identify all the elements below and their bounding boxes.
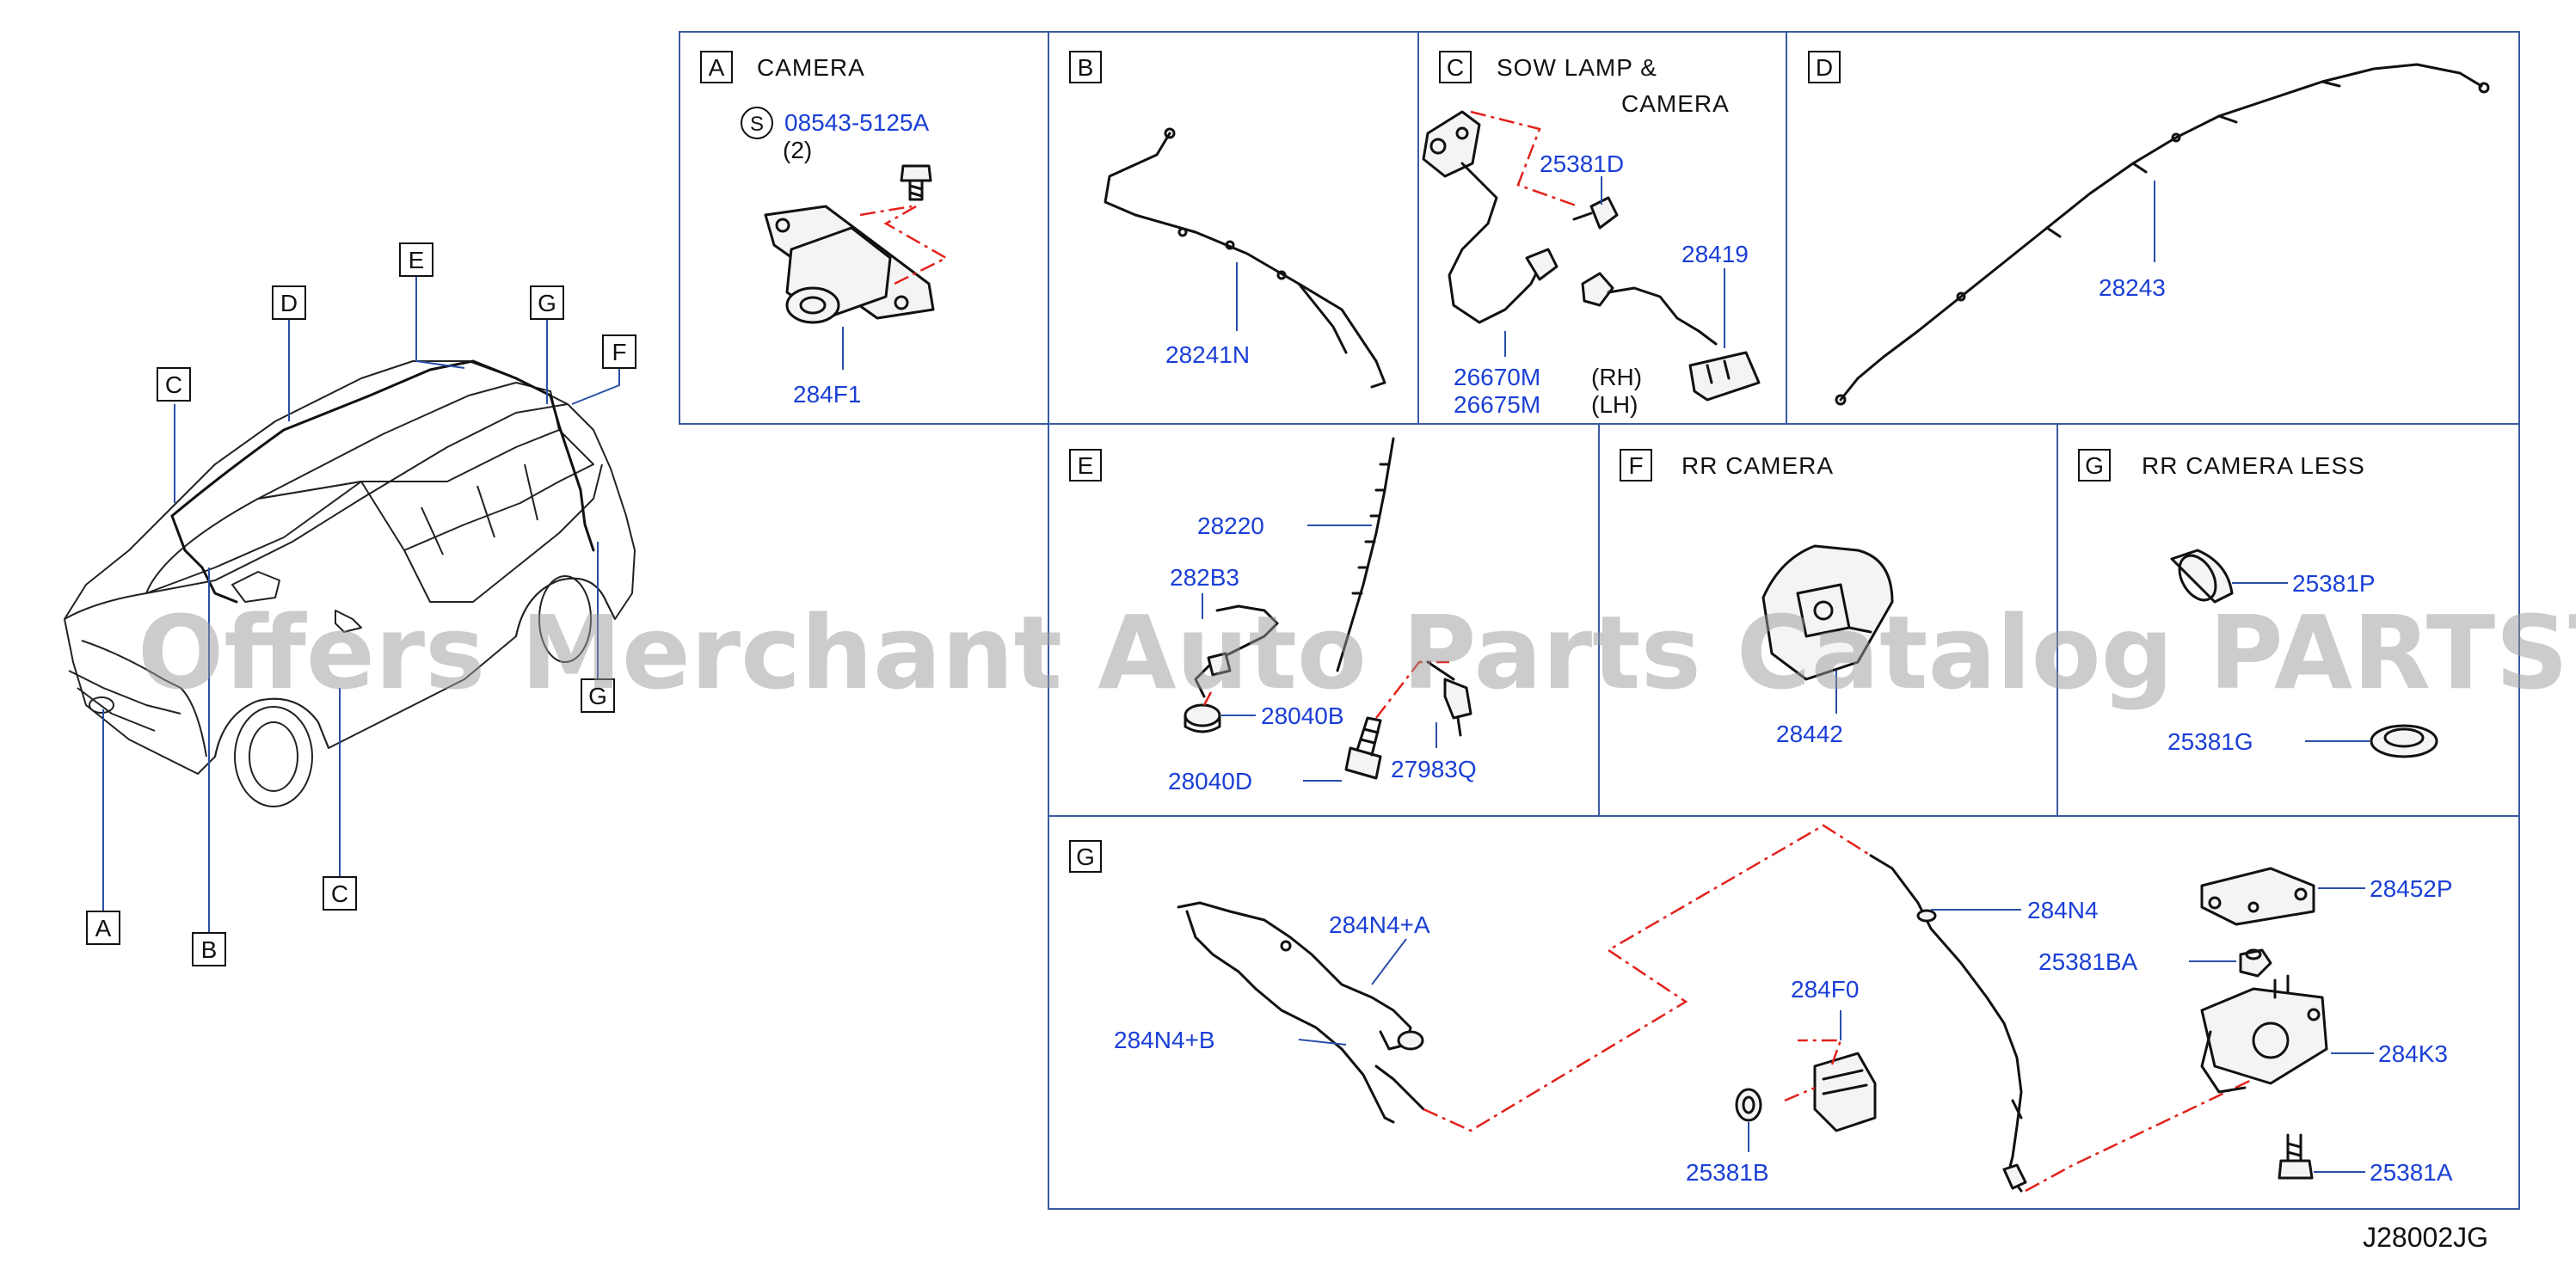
overview-label-g-top: G — [530, 285, 564, 320]
section-c-title-line1: SOW LAMP & — [1497, 54, 1657, 81]
overview-label-c: C — [157, 367, 191, 402]
actuator-icon — [2200, 974, 2328, 1094]
svg-text:G: G — [588, 683, 607, 709]
screw-quantity: (2) — [783, 137, 812, 163]
bolt-icon — [1344, 716, 1382, 780]
section-d: D 28243 — [1808, 51, 2490, 406]
harness-icon — [1104, 127, 1386, 389]
rear-camera-bracket-icon — [1761, 544, 1894, 681]
antenna-icon — [1336, 437, 1395, 672]
part-284n4[interactable]: 284N4 — [2027, 897, 2099, 923]
part-28241n[interactable]: 28241N — [1165, 341, 1250, 368]
part-25381d[interactable]: 25381D — [1540, 150, 1624, 177]
svg-text:A: A — [95, 915, 112, 942]
part-28442[interactable]: 28442 — [1776, 721, 1843, 747]
svg-text:G: G — [1076, 844, 1095, 870]
part-28040b[interactable]: 28040B — [1261, 702, 1344, 729]
part-28220[interactable]: 28220 — [1197, 512, 1264, 539]
svg-text:S: S — [750, 113, 764, 136]
part-26675m[interactable]: 26675M — [1454, 391, 1540, 418]
svg-text:G: G — [538, 290, 556, 316]
part-28452p[interactable]: 28452P — [2370, 875, 2453, 902]
section-g-harness: G 284N4+A 284N4+B 284F0 25381B — [1069, 824, 2453, 1193]
note-lh: (LH) — [1591, 391, 1638, 418]
rear-harness-cable-icon — [1869, 854, 2027, 1193]
plug-icon — [2170, 549, 2234, 604]
diagram-code: J28002JG — [2363, 1222, 2488, 1253]
section-frames — [679, 31, 2520, 1210]
overview-label-c-bottom: C — [323, 876, 357, 911]
overview-label-g-bottom: G — [581, 678, 615, 713]
svg-text:E: E — [409, 247, 425, 273]
svg-text:F: F — [1628, 452, 1643, 479]
part-28419[interactable]: 28419 — [1681, 241, 1749, 267]
svg-text:G: G — [2085, 452, 2104, 479]
part-08543-5125a[interactable]: 08543-5125A — [784, 109, 929, 136]
part-26670m[interactable]: 26670M — [1454, 364, 1540, 390]
svg-text:D: D — [280, 290, 298, 316]
part-284k3[interactable]: 284K3 — [2378, 1040, 2448, 1067]
grommet-ring-icon — [2370, 724, 2438, 758]
part-284f0[interactable]: 284F0 — [1791, 976, 1859, 1003]
part-28243[interactable]: 28243 — [2099, 274, 2166, 301]
grommet-icon — [1183, 703, 1221, 733]
overview-label-e: E — [399, 242, 433, 277]
antenna-cable-icon — [1194, 604, 1279, 698]
part-284f1[interactable]: 284F1 — [793, 381, 861, 408]
part-25381ba[interactable]: 25381BA — [2038, 948, 2138, 975]
section-g-title: RR CAMERA LESS — [2142, 452, 2365, 479]
svg-text:C: C — [1447, 54, 1464, 81]
clip-icon — [1572, 196, 1619, 230]
section-a-title: CAMERA — [757, 54, 865, 81]
overview-label-d: D — [272, 285, 306, 320]
svg-text:D: D — [1816, 54, 1833, 81]
svg-text:B: B — [1078, 54, 1094, 81]
section-a-letter: A — [709, 54, 725, 81]
section-c-title-line2: CAMERA — [1621, 90, 1730, 117]
lamp-icon — [1581, 272, 1761, 402]
part-25381p[interactable]: 25381P — [2292, 570, 2376, 597]
part-282b3[interactable]: 282B3 — [1170, 564, 1239, 591]
part-28040d[interactable]: 28040D — [1168, 768, 1252, 794]
svg-text:C: C — [331, 880, 348, 907]
section-f-title: RR CAMERA — [1681, 452, 1834, 479]
svg-text:C: C — [165, 371, 182, 398]
camera-icon — [764, 205, 935, 324]
overview-label-b: B — [192, 932, 226, 966]
nut-icon — [1735, 1088, 1762, 1122]
roof-harness-icon — [1835, 63, 2490, 406]
part-27983q[interactable]: 27983Q — [1391, 756, 1477, 782]
screw-symbol-icon — [741, 107, 773, 139]
section-e: E 28220 282B3 28040B 28040D — [1069, 437, 1477, 794]
section-c: C SOW LAMP & CAMERA 25381D 28419 26670M … — [1422, 51, 1761, 418]
svg-text:E: E — [1078, 452, 1094, 479]
vehicle-overview: C D E G F G A B — [64, 242, 636, 966]
section-f: F RR CAMERA 28442 — [1620, 449, 1894, 747]
part-25381a[interactable]: 25381A — [2370, 1159, 2453, 1186]
section-a: A CAMERA S 08543-5125A (2) 284F1 — [700, 51, 949, 408]
sensor-icon — [1426, 660, 1472, 737]
watermark: Offers Merchant Auto Parts Catalog PARTS… — [138, 593, 2576, 712]
section-g-rr-camera-less: G RR CAMERA LESS 25381P 25381G — [2078, 449, 2438, 758]
part-25381b[interactable]: 25381B — [1686, 1159, 1769, 1186]
svg-text:B: B — [201, 936, 218, 963]
nut-ba-icon — [2239, 948, 2272, 978]
rear-harness-a-icon — [1177, 901, 1425, 1124]
bolt-a-icon — [2278, 1133, 2314, 1180]
side-camera-icon — [1422, 110, 1559, 324]
module-icon — [1813, 1052, 1877, 1132]
screw-icon — [900, 164, 932, 201]
note-rh: (RH) — [1591, 364, 1642, 390]
overview-label-a: A — [86, 911, 120, 945]
part-284n4-b[interactable]: 284N4+B — [1114, 1027, 1215, 1053]
bracket-icon — [2200, 867, 2315, 926]
section-b: B 28241N — [1069, 51, 1386, 389]
overview-label-f: F — [602, 334, 636, 369]
svg-text:F: F — [612, 339, 626, 365]
part-284n4-a[interactable]: 284N4+A — [1329, 911, 1430, 938]
part-25381g[interactable]: 25381G — [2167, 728, 2253, 755]
